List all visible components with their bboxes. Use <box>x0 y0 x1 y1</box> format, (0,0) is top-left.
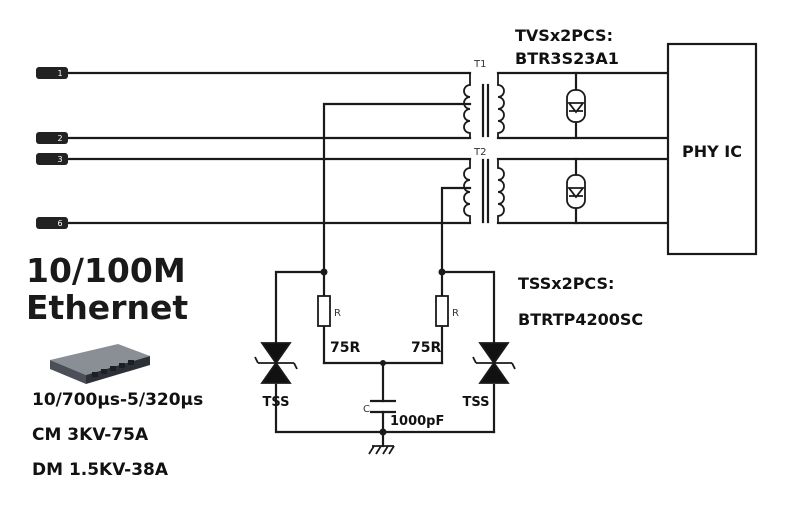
ground-icon <box>368 445 395 455</box>
pin-label: 2 <box>57 134 62 143</box>
resistor-value-left: 75R <box>330 340 360 356</box>
t1-center-tap-wire <box>322 102 472 274</box>
connector-pin2 <box>36 132 68 144</box>
resistor-value-right: 75R <box>411 340 441 356</box>
tvs-note-line2: BTR3S23A1 <box>515 49 619 68</box>
pin-label: 3 <box>57 155 62 164</box>
tvs-note-line1: TVSx2PCS: <box>515 26 613 45</box>
capacitor <box>370 399 396 414</box>
capacitor-symbol: C <box>363 404 370 415</box>
tss-label-left: TSS <box>262 395 289 410</box>
tss-note-line1: TSSx2PCS: <box>518 274 614 293</box>
junction-dots <box>320 268 446 436</box>
resistor-symbol: R <box>334 308 341 319</box>
tvs-diode-2 <box>566 174 586 209</box>
transformer-label: T2 <box>473 147 486 158</box>
phy-ic-label: PHY IC <box>682 142 742 161</box>
pin-label: 6 <box>57 219 62 228</box>
connector-pin1 <box>36 67 68 79</box>
ground-return-wire <box>274 383 496 434</box>
tss-label-right: TSS <box>462 395 489 410</box>
spec-common-mode: CM 3KV-75A <box>32 425 149 445</box>
transformer-t1 <box>463 73 505 138</box>
transformer-t2 <box>463 159 505 223</box>
tss-device-right <box>472 342 516 384</box>
connector-pin6 <box>36 217 68 229</box>
transformer-label: T1 <box>473 59 486 70</box>
ethernet-switch-image <box>50 344 150 384</box>
resistor-symbol: R <box>452 308 459 319</box>
resistor-right <box>435 295 449 327</box>
t2-center-tap-wire <box>440 186 472 274</box>
tss-device-left <box>254 342 298 384</box>
title-line2: Ethernet <box>26 288 189 327</box>
tvs-diode-1 <box>566 89 586 123</box>
tss-note-line2: BTRTP4200SC <box>518 310 643 329</box>
phy-ic-box <box>666 42 758 256</box>
title-line1: 10/100M <box>26 251 186 290</box>
connector-group: 1 2 3 6 <box>36 67 68 229</box>
spec-surge-waveform: 10/700µs-5/320µs <box>32 390 204 410</box>
connector-pin3 <box>36 153 68 165</box>
capacitor-value: 1000pF <box>390 414 444 429</box>
pin-label: 1 <box>57 69 62 78</box>
spec-differential-mode: DM 1.5KV-38A <box>32 460 169 480</box>
resistor-left <box>317 295 331 327</box>
